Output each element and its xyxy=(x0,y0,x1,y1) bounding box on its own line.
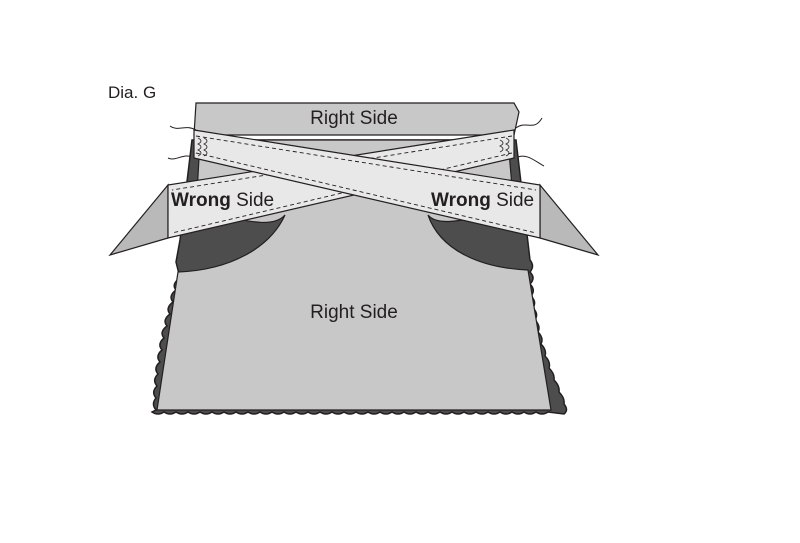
left-strap-stitch-bottom xyxy=(171,152,513,234)
left-strap-label: Wrong Side xyxy=(171,190,274,211)
right-strap-label-bold: Wrong xyxy=(431,190,491,211)
right-strap-label: Wrong Side xyxy=(431,190,534,211)
right-wing xyxy=(539,183,600,257)
right-strap-stitch-top xyxy=(195,135,537,191)
thread-left-top xyxy=(169,125,197,131)
diagram-title: Dia. G xyxy=(108,83,156,102)
thread-right-top xyxy=(515,117,543,129)
left-strap-label-bold: Wrong xyxy=(171,190,231,211)
left-wing xyxy=(108,183,169,257)
gathers-left xyxy=(197,137,208,157)
thread-right-mid xyxy=(515,155,545,167)
top-panel-label: Right Side xyxy=(310,108,398,129)
right-strap xyxy=(193,129,541,239)
left-strap-stitch-top xyxy=(171,135,513,191)
left-strap-label-rest: Side xyxy=(231,190,274,211)
gathers-right xyxy=(499,137,510,157)
right-strap-label-rest: Side xyxy=(491,190,534,211)
right-strap-stitch-bottom xyxy=(195,152,537,234)
main-panel-label: Right Side xyxy=(310,302,398,323)
